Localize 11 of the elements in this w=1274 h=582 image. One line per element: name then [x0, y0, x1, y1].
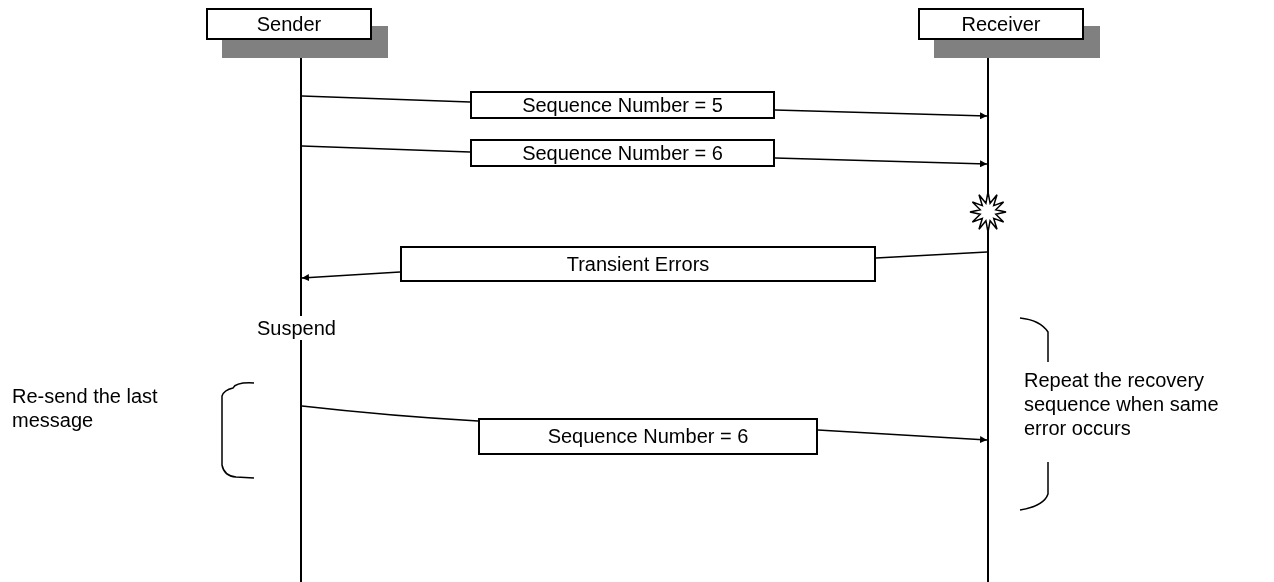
annotation-text: Repeat the recovery sequence when same error occurs [1024, 368, 1220, 440]
arrow [774, 109, 988, 120]
message-box: Transient Errors [400, 246, 876, 282]
arrow [301, 271, 401, 282]
annotation-text: Re-send the last message [12, 384, 159, 432]
note-text: Suspend [257, 316, 336, 340]
arrow [817, 429, 988, 444]
message-box: Sequence Number = 5 [470, 91, 775, 119]
message-box: Sequence Number = 6 [470, 139, 775, 167]
message-box: Sequence Number = 6 [478, 418, 818, 455]
arrow [774, 157, 988, 168]
